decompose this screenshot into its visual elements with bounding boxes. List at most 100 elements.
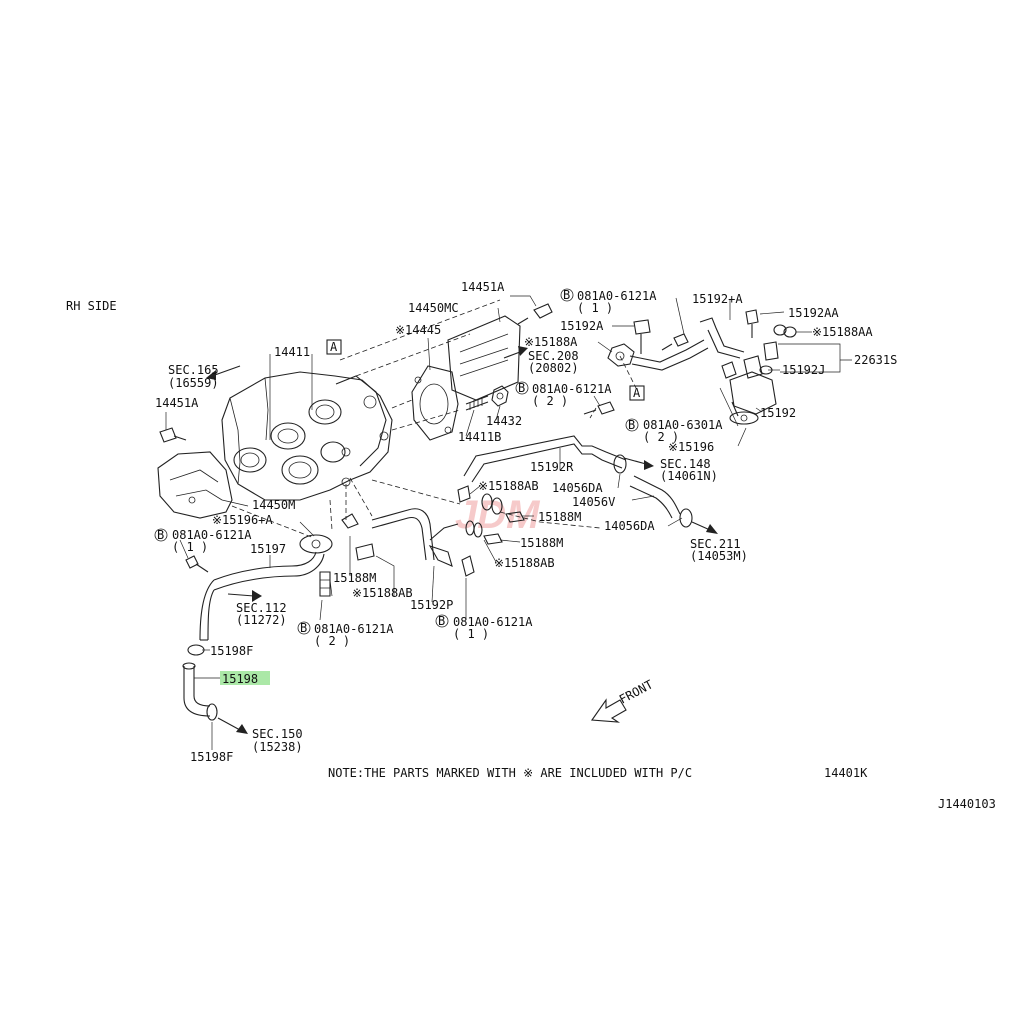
washers-center (465, 493, 525, 545)
label-15192J: 15192J (782, 363, 825, 377)
label-15198F-a: 15198F (210, 644, 253, 658)
label-15192A-plus: 15192+A (692, 292, 743, 306)
label-bolt-4: 081A0-6121A (532, 382, 612, 396)
fitting-15192 (721, 355, 777, 425)
label-bolt-6301A: 081A0-6301A (643, 418, 723, 432)
label-15188AA: ※15188AA (812, 325, 873, 339)
label-bolt-2: 081A0-6121A (314, 622, 394, 636)
label-14056V: 14056V (572, 495, 615, 509)
label-sec112: SEC.112 (236, 601, 287, 615)
label-sec211-ref: (14053M) (690, 549, 748, 563)
bolt-081A0-6121A-5 (661, 333, 689, 351)
label-sec211: SEC.211 (690, 537, 741, 551)
sensor-22631S (759, 341, 779, 375)
label-15188A: ※15188A (524, 335, 578, 349)
label-bolt-5-qty: ( 1 ) (577, 301, 613, 315)
label-bolt-1: 081A0-6121A (172, 528, 252, 542)
label-15192A: 15192A (560, 319, 604, 333)
clamp-15198F-b (206, 703, 218, 721)
label-parts-circle_b: B (518, 381, 525, 395)
label-15188M-a: 15188M (333, 571, 376, 585)
label-sec165: SEC.165 (168, 363, 219, 377)
label-15188AB-c: ※15188AB (494, 556, 555, 570)
label-sec208-ref: (20802) (528, 361, 579, 375)
washers-15188AA (773, 324, 797, 338)
label-14451A-top: 14451A (461, 280, 505, 294)
label-14411B: 14411B (458, 430, 501, 444)
pipe-15192A-plus (699, 317, 745, 359)
hose-15197 (199, 551, 325, 641)
label-15196: ※15196 (668, 440, 714, 454)
label-parts-circle_b: B (563, 288, 570, 302)
label-bolt-4-qty: ( 2 ) (532, 394, 568, 408)
label-14056DA-b: 14056DA (604, 519, 655, 533)
label-sec150-ref: (15238) (252, 740, 303, 754)
hose-14056V (629, 475, 681, 519)
label-15192: 15192 (760, 406, 796, 420)
label-14056DA-a: 14056DA (552, 481, 603, 495)
label-15188M-b: 15188M (538, 510, 581, 524)
note-pc-number: 14401K (824, 766, 868, 780)
label-14445: ※14445 (395, 323, 441, 337)
label-sec148-ref: (14061N) (660, 469, 718, 483)
leader-lines (165, 295, 852, 750)
pipe-15192A (607, 319, 709, 371)
label-15188M-c: 15188M (520, 536, 563, 550)
label-15192P: 15192P (410, 598, 453, 612)
bolt-14451A-left (159, 427, 187, 443)
label-15198: 15198 (222, 672, 258, 686)
label-15188AB-a: ※15188AB (352, 586, 413, 600)
turbocharger-14411 (221, 371, 393, 501)
label-14451A-left: 14451A (155, 396, 199, 410)
label-bolt-3-qty: ( 1 ) (453, 627, 489, 641)
heat-shield-14450M (157, 451, 233, 519)
label-parts-marker_a2: A (633, 386, 641, 400)
label-bolt-3: 081A0-6121A (453, 615, 533, 629)
label-bolt-2-qty: ( 2 ) (314, 634, 350, 648)
label-15192R: 15192R (530, 460, 574, 474)
label-22631S: 22631S (854, 353, 897, 367)
note-text: NOTE:THE PARTS MARKED WITH ※ ARE INCLUDE… (328, 766, 692, 780)
label-parts-circle_b: B (438, 614, 445, 628)
label-bolt-1-qty: ( 1 ) (172, 540, 208, 554)
label-15197: 15197 (250, 542, 286, 556)
label-15192AA: 15192AA (788, 306, 839, 320)
label-parts-circle_b: B (300, 621, 307, 635)
nut-14432 (491, 385, 509, 407)
pipe-15192P (341, 508, 475, 577)
marker-a-1: A (326, 339, 342, 355)
label-15196A: ※15196+A (212, 513, 273, 527)
front-arrow: FRONT (590, 677, 655, 723)
label-bolt-6301A-qty: ( 2 ) (643, 430, 679, 444)
hose-15198 (182, 662, 211, 717)
label-14450MC: 14450MC (408, 301, 459, 315)
label-14432: 14432 (486, 414, 522, 428)
bolt-14451A-top (517, 303, 553, 325)
label-parts-circle_b: B (157, 528, 164, 542)
side-label: RH SIDE (66, 299, 117, 313)
heat-shield-14450MC (447, 315, 521, 401)
bolt-081A0-6121A-1 (185, 555, 209, 573)
pipe-15192R (457, 435, 627, 503)
watermark-text: JDM (455, 493, 541, 537)
label-15198F-b: 15198F (190, 750, 233, 764)
label-parts-circle_b: B (628, 418, 635, 432)
label-sec208: SEC.208 (528, 349, 579, 363)
label-15188AB-b: ※15188AB (478, 479, 539, 493)
clamp-15198F-a (187, 644, 205, 656)
label-sec112-ref: (11272) (236, 613, 287, 627)
label-sec165-ref: (16559) (168, 376, 219, 390)
gasket-15196A (299, 534, 333, 554)
circle-b-markers: B B B B B B (154, 288, 639, 635)
clamp-14056DA-a (613, 454, 627, 474)
gasket-14445 (411, 365, 459, 441)
marker-a-2: A (629, 385, 645, 401)
label-front_label: FRONT (617, 677, 655, 706)
highlight-15198 (220, 671, 270, 685)
label-parts-marker_a1: A (330, 340, 338, 354)
label-14411: 14411 (274, 345, 310, 359)
label-bolt-5: 081A0-6121A (577, 289, 657, 303)
stud-14411B (465, 395, 489, 411)
